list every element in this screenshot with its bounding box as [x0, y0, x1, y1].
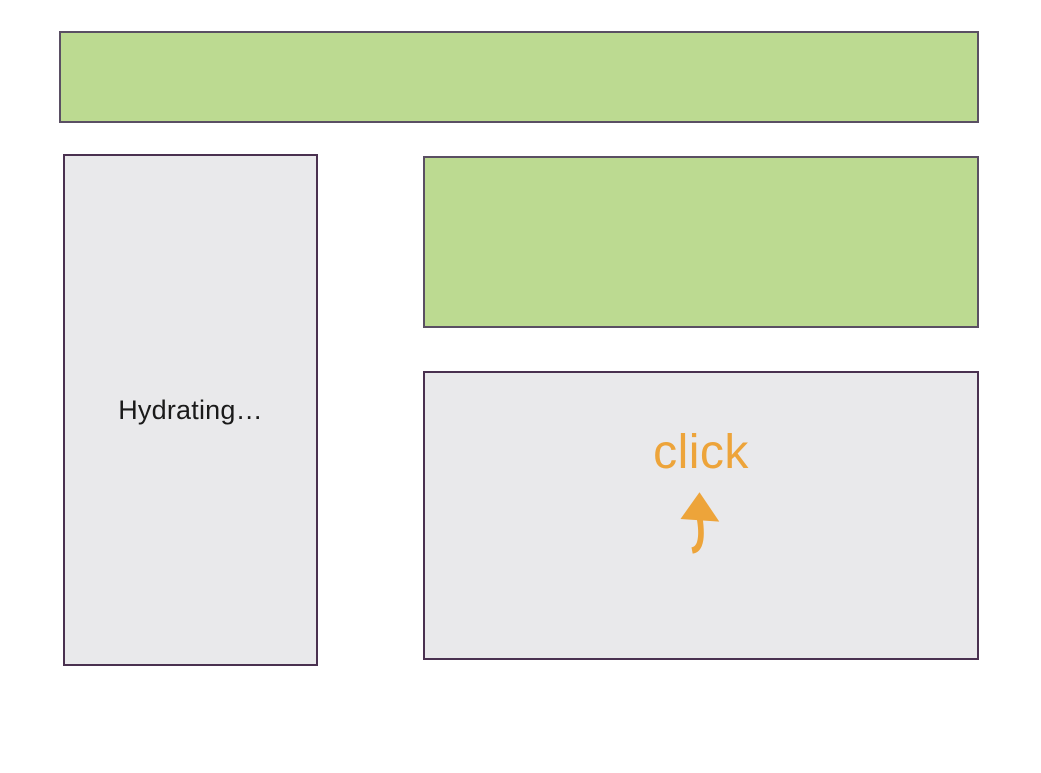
click-target-panel[interactable]: click	[423, 371, 979, 660]
click-cta-group: click	[653, 429, 749, 557]
right-green-panel	[423, 156, 979, 328]
curved-up-arrow-icon	[680, 492, 720, 554]
left-status-panel: Hydrating…	[63, 154, 318, 666]
top-banner-panel	[59, 31, 979, 123]
hydrating-status-text: Hydrating…	[118, 394, 263, 425]
click-label: click	[653, 426, 749, 479]
